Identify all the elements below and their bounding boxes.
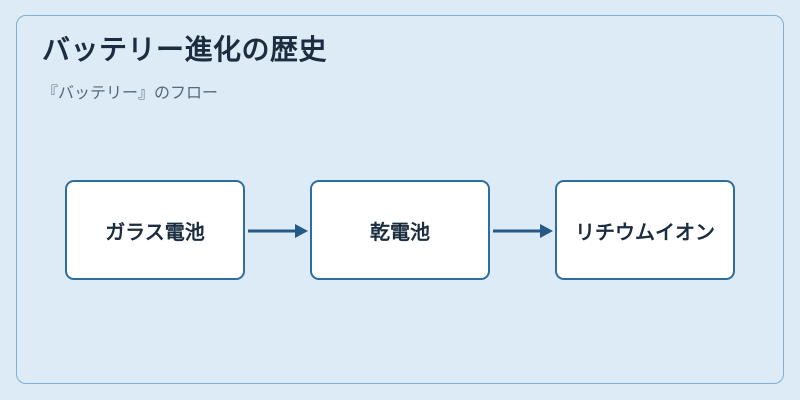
flow-arrow-1 [248,224,308,238]
diagram-title: バッテリー進化の歴史 [42,33,328,66]
flow-node-dry-cell: 乾電池 [310,180,490,280]
flow-node-label: リチウムイオン [575,219,715,244]
diagram-subtitle: 『バッテリー』のフロー [42,83,219,102]
flow-node-label: ガラス電池 [105,219,205,244]
flow-node-lithium-ion: リチウムイオン [555,180,735,280]
flow-node-label: 乾電池 [370,219,430,244]
flow-arrow-2 [493,224,553,238]
flow-node-glass-battery: ガラス電池 [65,180,245,280]
